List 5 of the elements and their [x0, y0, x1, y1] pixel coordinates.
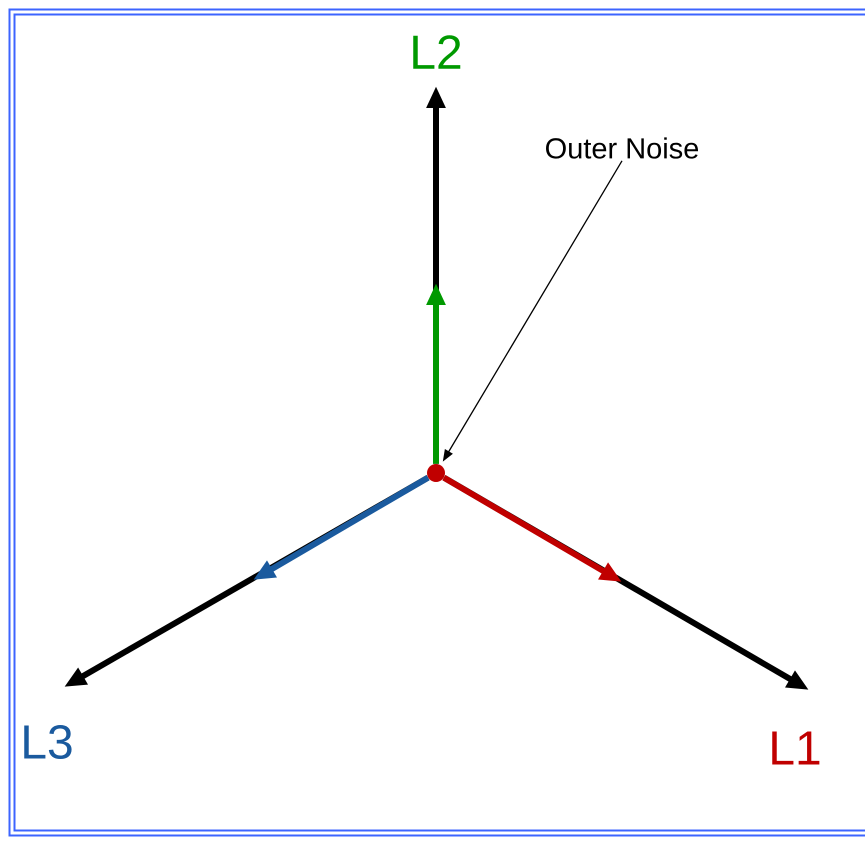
phase-label: L3 — [24, 725, 72, 759]
callout-text: Outer Noise — [546, 137, 698, 159]
phase-label: L2 — [413, 35, 460, 69]
neutral-point — [427, 464, 445, 482]
phase-label: L1 — [772, 732, 820, 765]
